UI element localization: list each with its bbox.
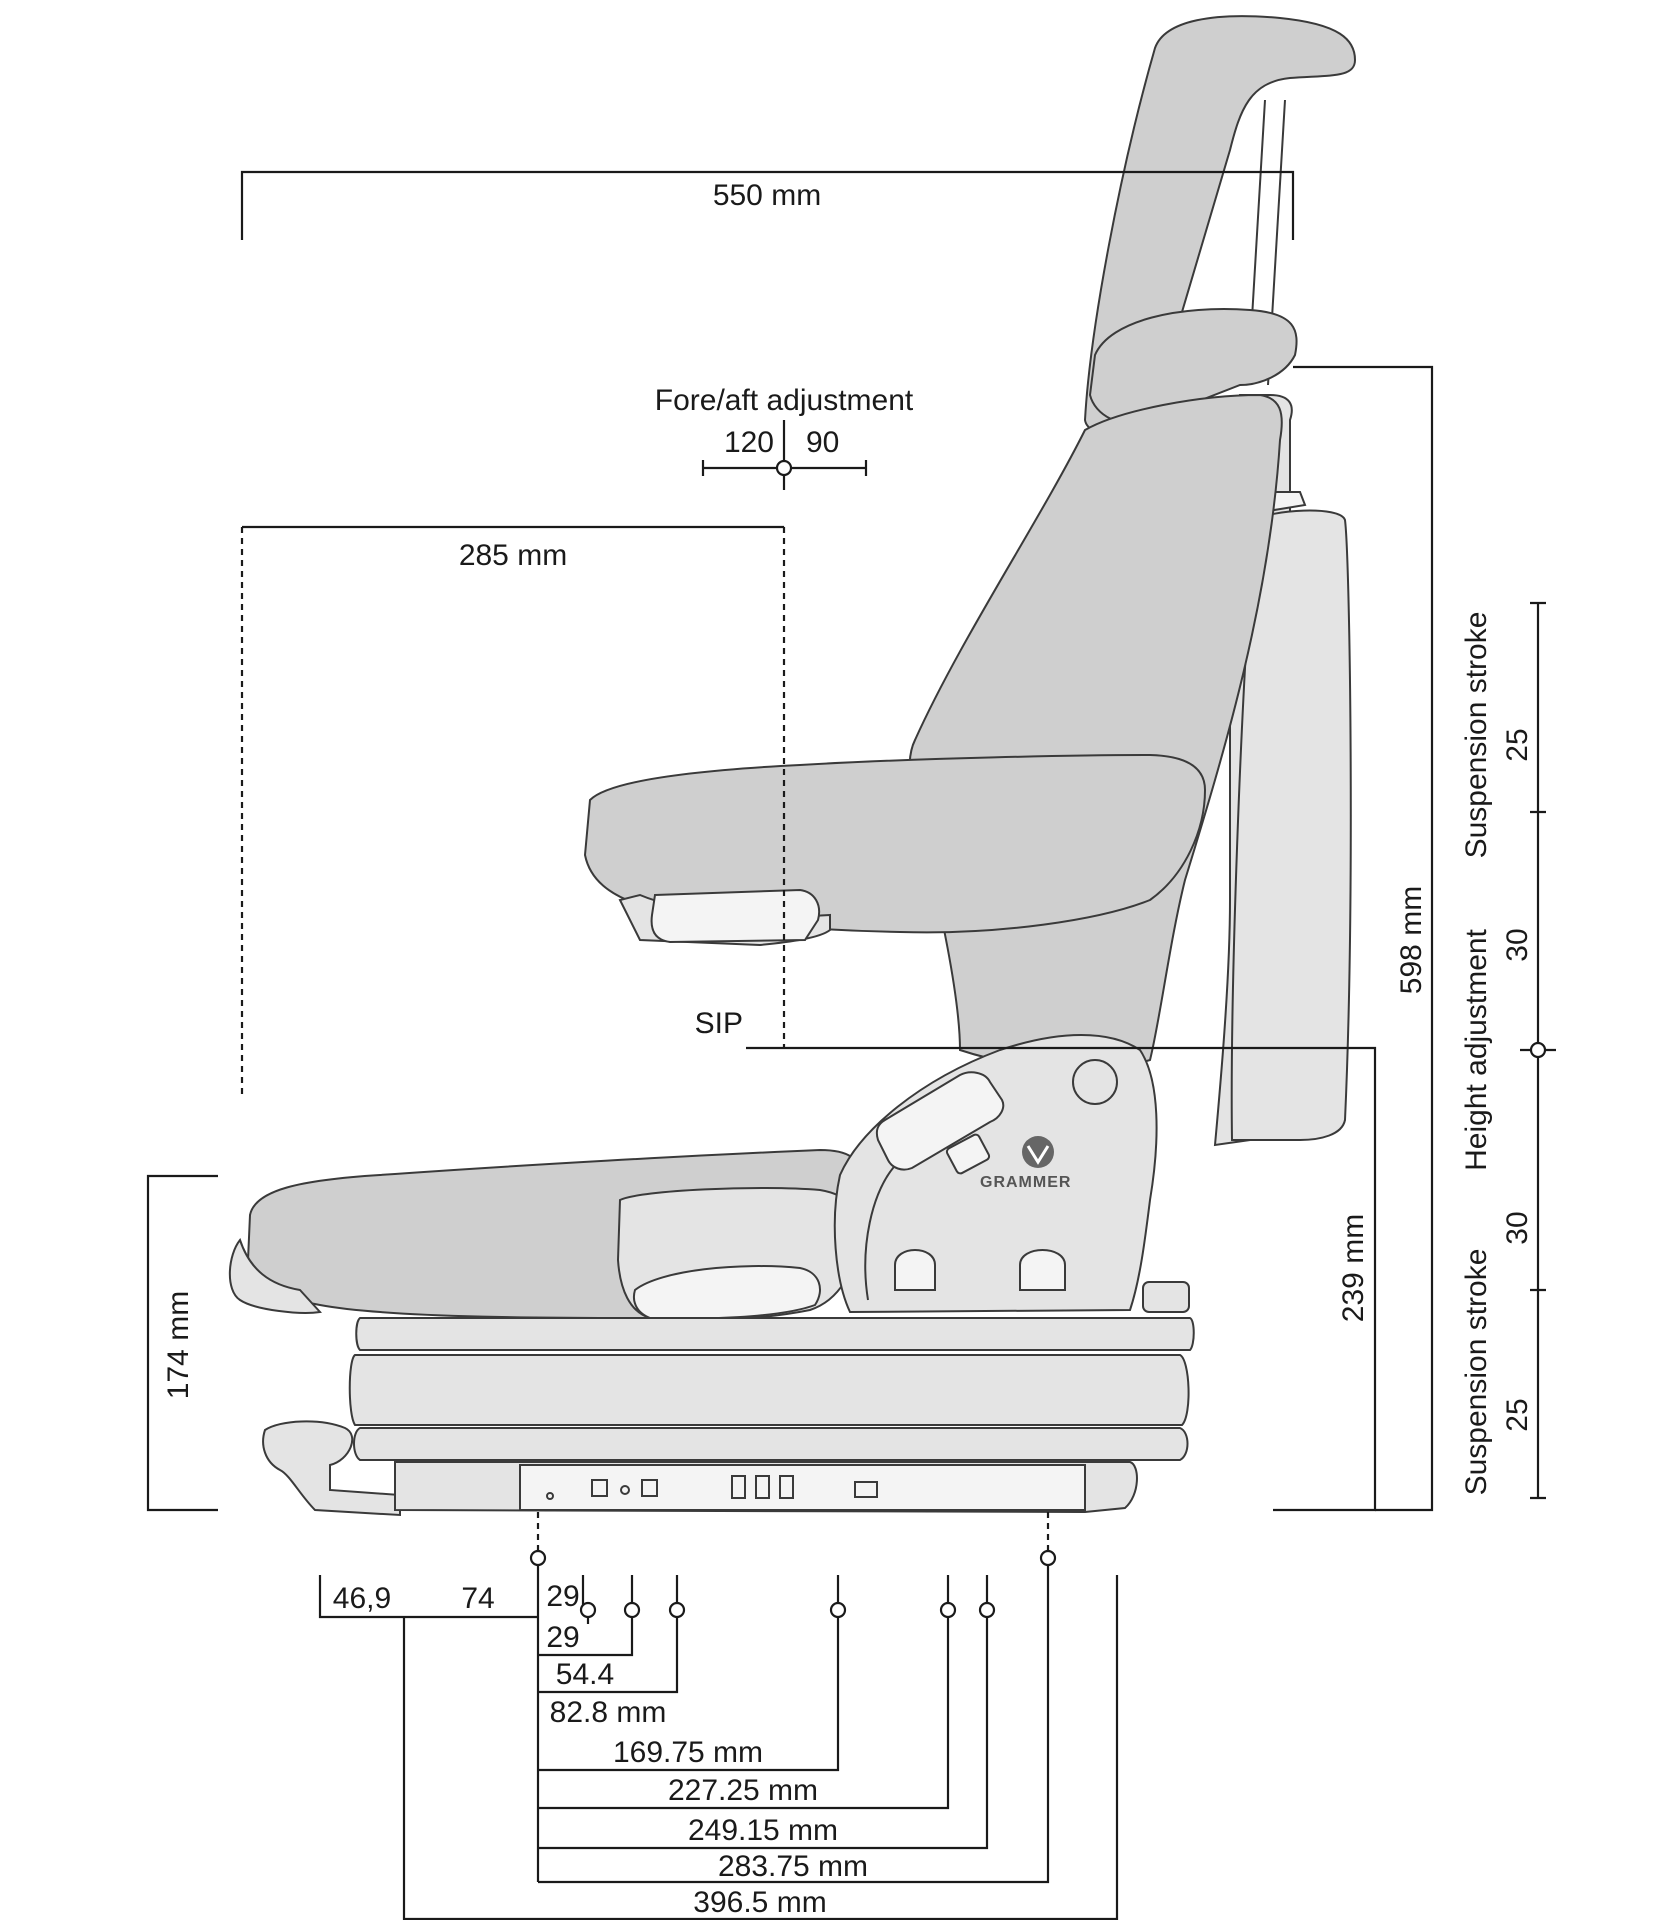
panel-switch-5 bbox=[779, 1475, 794, 1499]
frame-slot-right bbox=[1019, 1249, 1066, 1291]
suspension-top-plate bbox=[355, 1317, 1195, 1351]
panel-switch-3 bbox=[731, 1475, 746, 1499]
marker-hole-82 bbox=[668, 1601, 686, 1619]
side-frame-edge bbox=[864, 1159, 901, 1301]
label-fore-aft-title: Fore/aft adjustment bbox=[655, 384, 914, 417]
seat-handle bbox=[632, 1265, 821, 1320]
label-mount-249-15: 249.15 mm bbox=[688, 1814, 838, 1847]
marker-mount-ref bbox=[529, 1549, 547, 1567]
recline-knob bbox=[1072, 1059, 1118, 1105]
label-height-adjustment: Height adjustment bbox=[1460, 928, 1493, 1170]
marker-hole-249 bbox=[978, 1601, 996, 1619]
belt-buckle bbox=[875, 1071, 1005, 1171]
panel-indicator bbox=[546, 1492, 554, 1500]
label-mount-74: 74 bbox=[461, 1582, 494, 1615]
value-height-adjustment-upper: 30 bbox=[1501, 928, 1534, 961]
fore-aft-lever bbox=[262, 1420, 401, 1517]
marker-hole-227 bbox=[939, 1601, 957, 1619]
label-seat-height: 174 mm bbox=[162, 1291, 195, 1399]
label-mount-227-25: 227.25 mm bbox=[668, 1774, 818, 1807]
panel-switch-2 bbox=[641, 1479, 658, 1497]
dim-mount-249-15 bbox=[538, 1575, 989, 1850]
marker-hole-29 bbox=[579, 1601, 597, 1619]
dim-mount-396-5 bbox=[402, 1575, 1119, 1920]
backrest-cushion bbox=[908, 393, 1283, 1070]
dim-sip-offset-top bbox=[242, 525, 785, 529]
marker-hole-54 bbox=[623, 1601, 641, 1619]
brand-logo-mark bbox=[1022, 1136, 1054, 1168]
marker-height-center bbox=[1529, 1041, 1547, 1059]
suspension-lower-band bbox=[353, 1427, 1189, 1461]
label-fore-aft-back: 120 bbox=[724, 426, 774, 459]
dim-mount-283-75 bbox=[538, 1558, 1050, 1884]
dimension-lines bbox=[146, 170, 1556, 1920]
label-sip-offset: 285 mm bbox=[459, 539, 567, 572]
control-panel bbox=[519, 1464, 1086, 1511]
brand-logo: GRAMMER bbox=[980, 1136, 1071, 1191]
label-overall-height: 598 mm bbox=[1395, 886, 1428, 994]
value-suspension-upper: 25 bbox=[1501, 728, 1534, 761]
label-mount-396-5: 396.5 mm bbox=[693, 1886, 826, 1919]
label-mount-169-75: 169.75 mm bbox=[613, 1736, 763, 1769]
seat-front-edge bbox=[228, 1237, 322, 1314]
label-overall-depth: 550 mm bbox=[713, 179, 821, 212]
label-sip: SIP bbox=[695, 1007, 743, 1040]
dimension-labels: 550 mm Fore/aft adjustment 120 90 285 mm… bbox=[162, 179, 1534, 1919]
label-mount-29-a: 29 bbox=[546, 1580, 579, 1613]
armrest-handle bbox=[650, 888, 820, 944]
dim-mount-169-75 bbox=[538, 1575, 840, 1772]
seat-illustration: GRAMMER bbox=[228, 15, 1357, 1517]
dim-overall-height bbox=[1293, 365, 1434, 1512]
dim-mount-46-9 bbox=[318, 1575, 538, 1619]
panel-indicator-2 bbox=[620, 1485, 630, 1495]
brand-logo-text: GRAMMER bbox=[980, 1174, 1071, 1191]
dim-mount-227-25 bbox=[538, 1575, 950, 1810]
connector-plug bbox=[1142, 1281, 1190, 1313]
label-fore-aft-front: 90 bbox=[806, 426, 839, 459]
marker-fore-aft bbox=[775, 459, 793, 477]
panel-switch-1 bbox=[591, 1479, 608, 1497]
panel-switch-6 bbox=[854, 1481, 878, 1498]
marker-mount-rear bbox=[1039, 1549, 1057, 1567]
label-suspension-upper: Suspension stroke bbox=[1460, 612, 1493, 859]
label-mount-46-9: 46,9 bbox=[333, 1582, 391, 1615]
dim-overall-depth bbox=[240, 170, 1295, 240]
frame-slot-left bbox=[894, 1249, 936, 1291]
belt-tongue bbox=[945, 1133, 991, 1175]
value-height-adjustment-lower: 30 bbox=[1501, 1211, 1534, 1244]
label-mount-54-4: 54.4 bbox=[556, 1658, 614, 1691]
label-mount-29-b: 29 bbox=[546, 1621, 579, 1654]
marker-hole-169 bbox=[829, 1601, 847, 1619]
panel-switch-4 bbox=[755, 1475, 770, 1499]
label-mount-82-8: 82.8 mm bbox=[550, 1696, 667, 1729]
dim-mount-54-4 bbox=[538, 1575, 634, 1657]
dim-sip-height bbox=[746, 1046, 1377, 1512]
dim-seat-height bbox=[146, 1174, 218, 1512]
label-mount-283-75: 283.75 mm bbox=[718, 1850, 868, 1883]
backrest-rear-panel bbox=[1230, 509, 1352, 1141]
value-suspension-lower: 25 bbox=[1501, 1398, 1534, 1431]
label-sip-height: 239 mm bbox=[1337, 1214, 1370, 1322]
suspension-bellows bbox=[348, 1354, 1190, 1426]
label-suspension-lower: Suspension stroke bbox=[1460, 1249, 1493, 1496]
